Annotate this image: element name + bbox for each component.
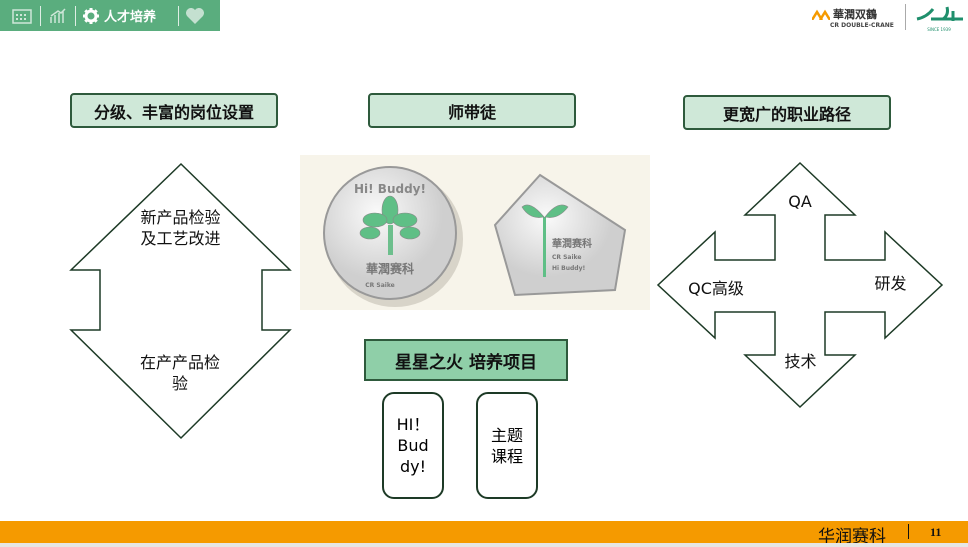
divider bbox=[40, 5, 41, 26]
svg-text:華潤赛科: 華潤赛科 bbox=[552, 237, 592, 250]
path-qc-senior: QC高级 bbox=[688, 279, 744, 298]
svg-text:華潤赛科: 華潤赛科 bbox=[366, 261, 414, 276]
crane-emblem-logo: SINCE 1939 bbox=[913, 3, 965, 32]
divider bbox=[908, 524, 909, 539]
divider bbox=[178, 5, 180, 26]
svg-text:Hi! Buddy!: Hi! Buddy! bbox=[354, 182, 426, 196]
section-title-mentorship: 师带徒 bbox=[368, 93, 576, 128]
four-way-arrow bbox=[656, 161, 944, 409]
footer-bar: 华润赛科 11 bbox=[0, 521, 968, 547]
section-title-positions: 分级、丰富的岗位设置 bbox=[70, 93, 278, 128]
logo-mark-icon bbox=[812, 9, 830, 20]
buddy-badges-image: Hi! Buddy! 華潤赛科 CR Saike 華潤赛科 CR Saike H… bbox=[300, 155, 650, 310]
double-crane-logo: 華潤双鶴 CR DOUBLE-CRANE bbox=[812, 6, 894, 29]
divider bbox=[75, 5, 76, 26]
path-rnd: 研发 bbox=[874, 274, 907, 293]
growth-chart-icon[interactable] bbox=[49, 7, 67, 25]
card-theme-courses: 主题课程 bbox=[476, 392, 538, 499]
gear-icon[interactable] bbox=[82, 7, 100, 25]
path-qa: QA bbox=[788, 192, 812, 211]
top-nav-bar: 人才培养 bbox=[0, 0, 220, 31]
card-hi-buddy: HI！ Bud dy! bbox=[382, 392, 444, 499]
path-technology: 技术 bbox=[784, 352, 817, 371]
nav-talent-development[interactable]: 人才培养 bbox=[104, 10, 157, 25]
arrow-top-label: 新产品检验及工艺改进 bbox=[140, 208, 221, 248]
heart-icon[interactable] bbox=[185, 7, 205, 25]
page-number: 11 bbox=[930, 525, 942, 539]
arrow-bottom-label: 在产产品检验 bbox=[140, 353, 221, 393]
footer-company: 华润赛科 bbox=[818, 527, 886, 547]
calendar-icon[interactable] bbox=[12, 8, 32, 24]
up-down-arrow bbox=[69, 162, 292, 440]
program-title: 星星之火 培养项目 bbox=[364, 339, 568, 381]
svg-text:CR Saike: CR Saike bbox=[365, 282, 394, 289]
svg-text:Hi Buddy!: Hi Buddy! bbox=[552, 265, 585, 272]
divider bbox=[905, 4, 906, 30]
pentagon-badge bbox=[493, 173, 627, 297]
svg-text:CR Saike: CR Saike bbox=[552, 254, 581, 261]
section-title-career-path: 更宽广的职业路径 bbox=[683, 95, 891, 130]
footer-underline bbox=[0, 543, 968, 547]
